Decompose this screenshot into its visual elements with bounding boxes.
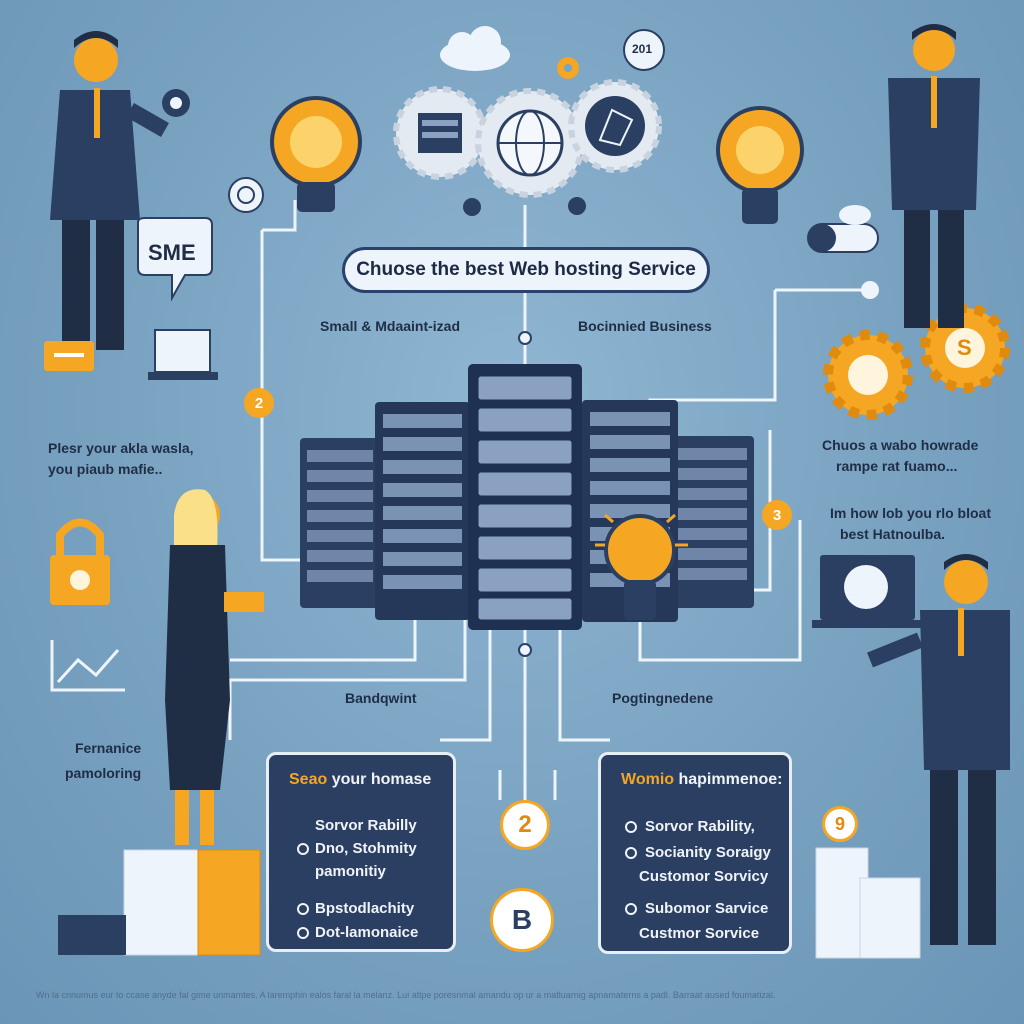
left-bullet-5 — [297, 927, 309, 939]
right-item-3: Customor Sorvicy — [639, 868, 769, 885]
label-right-mid-2: rampe rat fuamo... — [836, 458, 958, 474]
right-item-1: Sorvor Rability, — [645, 818, 755, 835]
server-rack-center — [468, 364, 582, 630]
bulb-center-icon — [595, 513, 688, 620]
features-panel-left-title: Seao your homase — [289, 771, 432, 788]
left-bullet-2 — [297, 843, 309, 855]
speech-bubble-label: SME — [148, 240, 196, 265]
left-item-4: Bpstodlachity — [315, 900, 415, 917]
calendar-icon — [623, 29, 665, 71]
server-rack-left — [375, 402, 470, 620]
left-item-5: Dot-lamonaice — [315, 924, 419, 941]
right-item-2: Socianity Soraigy — [645, 844, 771, 861]
step-badge-center: 2 — [500, 800, 550, 850]
calendar-label: 201 — [632, 42, 653, 56]
right-item-5: Custmor Sorvice — [639, 925, 760, 942]
monitor-globe-icon — [812, 555, 922, 628]
right-bullet-1 — [625, 821, 637, 833]
label-bandwidth: Bandqwint — [345, 690, 417, 706]
label-left-mid-1: Plesr your akla wasla, — [48, 440, 194, 456]
label-left-mid-2: you piaub mafie.. — [48, 461, 163, 477]
features-panel-left: Seao your homase Sorvor Rabilly Dno, Sto… — [266, 752, 456, 952]
bulb-left-icon — [270, 96, 362, 212]
businessman-top-right — [888, 24, 980, 328]
speech-bubble-icon — [137, 217, 213, 302]
cloud-icon — [440, 26, 510, 71]
footer-text: Wn la cnnumus eur to ccase anyde fal gim… — [36, 990, 776, 1000]
right-bullet-2 — [625, 847, 637, 859]
label-left-low-2: pamoloring — [65, 765, 142, 781]
label-right-mid-4: best Hatnoulba. — [840, 526, 946, 542]
box-icon — [224, 592, 264, 612]
step-badge-right: 3 — [762, 500, 792, 530]
label-performance: Pogtingnedene — [612, 690, 714, 706]
businessman-bottom-right — [867, 554, 1010, 945]
server-rack-left-far — [300, 438, 380, 608]
label-right-mid-3: Im how lob you rlo bloat — [830, 505, 991, 521]
left-item-2: Dno, Stohmity — [315, 840, 417, 857]
right-item-4: Subomor Sarvice — [645, 900, 769, 917]
left-item-1: Sorvor Rabilly — [315, 817, 417, 834]
cloud-toggle-icon — [807, 205, 879, 253]
page-title: Chuose the best Web hosting Service — [342, 247, 710, 293]
right-bullet-4 — [625, 903, 637, 915]
left-bullet-4 — [297, 903, 309, 915]
gear-held-icon — [162, 89, 190, 117]
coin-label: S — [957, 335, 972, 360]
bulb-right-icon — [716, 106, 804, 224]
features-panel-right-title: Womio hapimmenoe: — [621, 771, 783, 788]
left-item-3: pamonitiy — [315, 863, 386, 880]
step-badge-left: 2 — [244, 388, 274, 418]
cash-stack-left-icon — [58, 849, 261, 956]
globe-small-icon — [228, 177, 264, 213]
gear-orange-large-icon — [823, 330, 913, 420]
cash-stack-right-icon — [815, 847, 921, 959]
lock-icon — [50, 518, 110, 605]
features-panel-right: Womio hapimmenoe: Sorvor Rability, Socia… — [598, 752, 792, 954]
orange-small-gear-icon — [557, 57, 579, 79]
card-icon — [44, 341, 94, 371]
laptop-icon — [148, 329, 218, 380]
small-gear-icon — [463, 197, 586, 216]
label-left-low-1: Fernanice — [75, 740, 142, 756]
label-right-mid-1: Chuos a wabo howrade — [822, 437, 979, 453]
businesswoman — [165, 489, 261, 845]
label-combined-business: Bocinnied Business — [578, 318, 712, 334]
businessman-top-left — [50, 31, 169, 350]
step-badge-side: 9 — [822, 806, 858, 842]
step-badge-bottom: B — [490, 888, 554, 952]
label-small-business: Small & Mdaaint-izad — [320, 318, 461, 334]
server-rack-right-far — [668, 436, 754, 608]
chart-line-icon — [50, 640, 125, 692]
document-gear-icon — [568, 79, 662, 173]
